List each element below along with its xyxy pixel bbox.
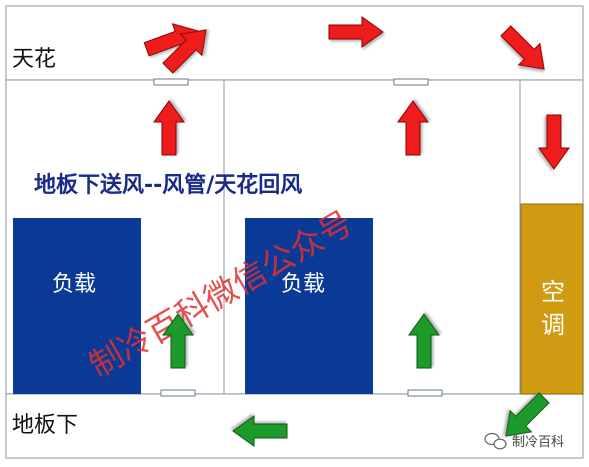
- load-block-right: [245, 218, 373, 394]
- diagram-title: 地板下送风--风管/天花回风: [34, 172, 302, 198]
- ceiling-grille-right: [393, 78, 429, 86]
- supply-arrow-icon: [162, 313, 194, 369]
- badge-text: 制冷百科: [512, 435, 564, 450]
- supply-arrow-icon: [232, 415, 288, 447]
- ac-label-line1: 空: [541, 278, 565, 306]
- source-badge: 制冷百科: [484, 432, 564, 450]
- return-arrow-icon: [328, 16, 384, 48]
- ceiling-plenum: [5, 5, 584, 81]
- ceiling-grille-left: [153, 78, 189, 86]
- floor-plenum: [5, 393, 584, 459]
- load-block-left: [13, 218, 141, 394]
- return-arrow-icon: [500, 25, 545, 70]
- ceiling-label: 天花: [12, 47, 56, 72]
- ac-label-line2: 调: [541, 311, 565, 339]
- return-arrow-icon: [538, 114, 570, 170]
- return-arrow-icon: [397, 100, 429, 156]
- return-arrow-icon: [153, 100, 185, 156]
- return-arrow-icon: [162, 29, 207, 74]
- floor-label: 地板下: [12, 413, 78, 438]
- floor-grille-right: [407, 389, 443, 397]
- wechat-bubble-icon: [484, 432, 507, 450]
- load-label-left: 负载: [52, 272, 96, 297]
- supply-arrow-icon: [505, 392, 550, 437]
- supply-arrow-icon: [408, 313, 440, 369]
- ac-unit: [520, 203, 584, 395]
- load-label-right: 负载: [281, 272, 325, 297]
- floor-grille-left: [160, 389, 196, 397]
